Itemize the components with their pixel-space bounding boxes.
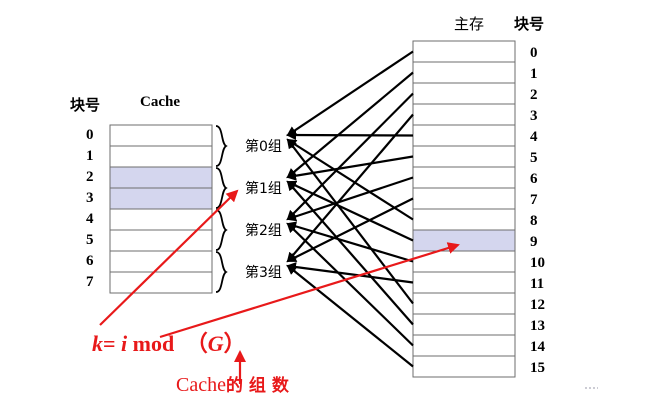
formula-equals: = <box>103 331 116 356</box>
memory-block-number: 11 <box>530 276 545 292</box>
memory-block <box>412 292 516 315</box>
group-label: 第1组 <box>245 181 282 197</box>
memory-block-number: 2 <box>530 87 538 103</box>
formula-k: k <box>92 331 103 356</box>
cache-block <box>109 250 213 273</box>
annotation-arrow <box>159 242 460 339</box>
cache-block <box>109 145 213 168</box>
memory-block-number: 15 <box>530 360 545 376</box>
formula-left-paren: （ <box>185 331 208 356</box>
memory-block-number: 12 <box>530 297 545 313</box>
memory-block <box>412 334 516 357</box>
memory-block <box>412 145 516 168</box>
cache-block <box>109 271 213 294</box>
cache-block <box>109 229 213 252</box>
cache-block <box>109 124 213 147</box>
mapping-arrow <box>286 50 414 137</box>
mapping-arrow <box>286 221 414 263</box>
group-braces <box>215 125 228 293</box>
cache-blocks <box>109 124 213 294</box>
formula-mod: mod <box>132 331 175 356</box>
mapping-arrow <box>286 180 414 242</box>
memory-block-number: 14 <box>530 339 545 355</box>
mapping-arrow <box>286 138 414 221</box>
cache-block-number: 0 <box>86 127 94 143</box>
memory-block-number: 3 <box>530 108 538 124</box>
mapping-arrow <box>286 176 414 222</box>
memory-block-number: 4 <box>530 129 538 145</box>
mapping-arrow <box>286 264 414 368</box>
mapping-arrow <box>286 92 414 221</box>
cache-block <box>109 187 213 210</box>
mapping-arrow <box>286 222 414 347</box>
cache-block-number: 2 <box>86 169 94 185</box>
group-label: 第0组 <box>245 139 282 155</box>
memory-block <box>412 187 516 210</box>
cache-block-number: 7 <box>86 274 94 290</box>
mapping-arrow <box>286 155 414 181</box>
memory-block-number: 0 <box>530 45 538 61</box>
group-label: 第3组 <box>245 265 282 281</box>
cache-block-header: 块号 <box>70 96 101 114</box>
memory-block <box>412 82 516 105</box>
mapping-arrow <box>286 262 414 284</box>
mapping-arrow <box>286 130 414 141</box>
group-brace <box>215 209 228 251</box>
cache-block <box>109 208 213 231</box>
memory-block-number: 1 <box>530 66 538 82</box>
memory-block-number: 6 <box>530 171 538 187</box>
memory-block <box>412 313 516 336</box>
group-brace <box>215 251 228 293</box>
cache-block-number: 3 <box>86 190 94 206</box>
cache-block-number: 4 <box>86 211 94 227</box>
main-memory-title: 主存 <box>454 15 485 33</box>
mapping-arrow <box>286 180 414 326</box>
memory-block-number: 13 <box>530 318 545 334</box>
memory-block-number: 7 <box>530 192 538 208</box>
mapping-arrow <box>286 138 414 305</box>
memory-block-number: 8 <box>530 213 538 229</box>
memory-block-number: 9 <box>530 234 538 250</box>
group-label: 第2组 <box>245 223 282 239</box>
formula-right-paren: ） <box>223 331 246 356</box>
annotation-arrows <box>99 189 460 384</box>
memory-block <box>412 103 516 126</box>
group-brace <box>215 167 228 209</box>
annotation-cache: Cache <box>176 374 226 396</box>
mapping-arrow <box>286 71 414 179</box>
memory-block <box>412 166 516 189</box>
mapping-arrow <box>286 197 414 262</box>
memory-block <box>412 124 516 147</box>
main-memory-blocks <box>412 40 516 378</box>
memory-block-number: 10 <box>530 255 545 271</box>
annotation-arrow <box>99 189 239 326</box>
cache-block-number: 1 <box>86 148 94 164</box>
memory-block <box>412 229 516 252</box>
formula-G: G <box>207 331 224 356</box>
annotation-group-count: 的 组 数 <box>225 376 289 396</box>
memory-block-header: 块号 <box>514 15 545 33</box>
memory-block <box>412 208 516 231</box>
memory-block <box>412 271 516 294</box>
memory-block <box>412 40 516 63</box>
mapping-arrow <box>286 113 414 263</box>
cache-title: Cache <box>140 94 180 110</box>
memory-block <box>412 61 516 84</box>
mapping-arrows <box>286 50 414 368</box>
memory-block <box>412 355 516 378</box>
group-count-annotation: Cache的 组 数 <box>176 371 289 397</box>
memory-block-number: 5 <box>530 150 538 166</box>
cache-block <box>109 166 213 189</box>
formula-i: i <box>121 331 128 356</box>
group-brace <box>215 125 228 167</box>
cache-block-number: 5 <box>86 232 94 248</box>
mapping-formula: k= i mod （G） <box>92 326 246 358</box>
cache-block-number: 6 <box>86 253 94 269</box>
